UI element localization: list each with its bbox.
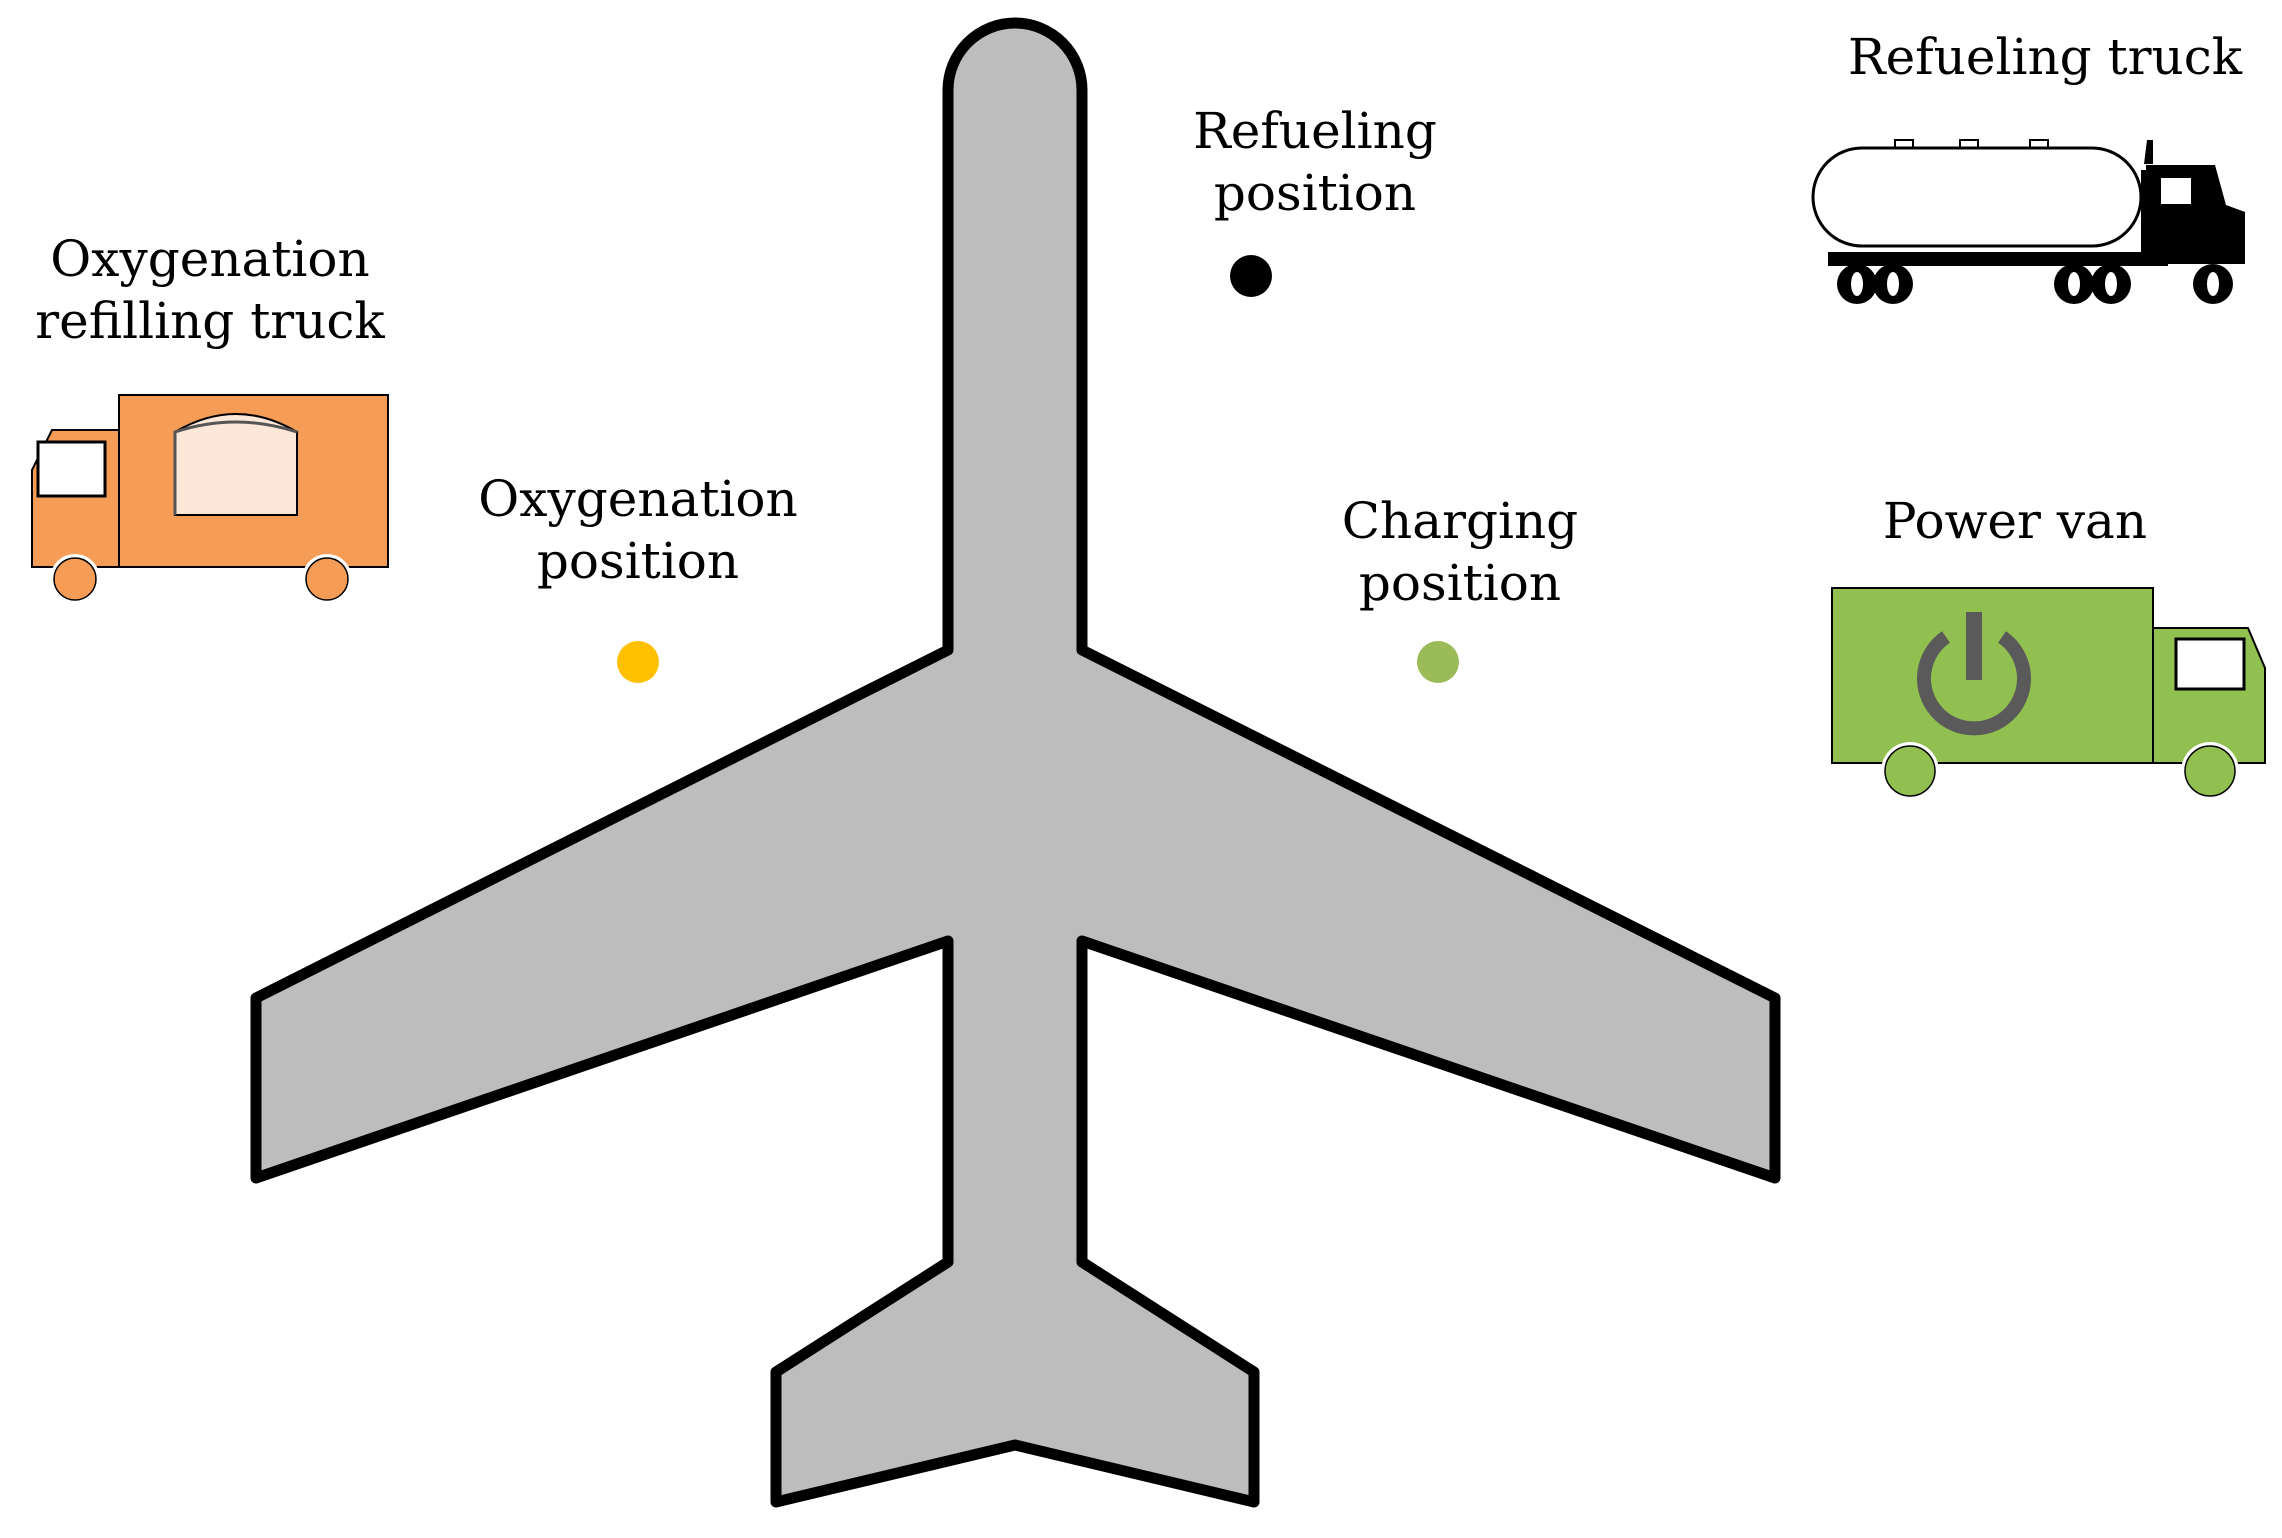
oxygenation-position-dot — [617, 641, 659, 683]
refueling-truck-label: Refueling truck — [1820, 26, 2270, 88]
airplane-icon — [250, 17, 1781, 1508]
power-symbol-icon — [1917, 612, 2031, 736]
oxygenation-position-label-line-2: position — [536, 532, 740, 590]
power-van-icon — [1831, 587, 2266, 800]
charging-position-dot — [1417, 641, 1459, 683]
oxygenation-truck-label: Oxygenation refilling truck — [30, 228, 390, 352]
power-van-label: Power van — [1855, 490, 2175, 552]
refueling-position-label-line-1: Refueling — [1193, 102, 1437, 160]
charging-position-label-line-1: Charging — [1341, 492, 1579, 550]
oxygenation-position-label-line-1: Oxygenation — [478, 470, 798, 528]
charging-position-label: Charging position — [1320, 490, 1600, 614]
oxygenation-truck-label-line-1: Oxygenation — [50, 230, 370, 288]
box-truck-icon — [31, 394, 389, 604]
tanker-truck-icon — [1811, 139, 2245, 304]
power-van-label-text: Power van — [1882, 492, 2148, 550]
oxygenation-position-label: Oxygenation position — [468, 468, 808, 592]
refueling-position-dot — [1230, 255, 1272, 297]
charging-position-label-line-2: position — [1358, 554, 1562, 612]
refueling-position-label-line-2: position — [1213, 164, 1417, 222]
oxygenation-truck-label-line-2: refilling truck — [35, 292, 385, 350]
refueling-truck-label-text: Refueling truck — [1847, 28, 2243, 86]
refueling-position-label: Refueling position — [1175, 100, 1455, 224]
